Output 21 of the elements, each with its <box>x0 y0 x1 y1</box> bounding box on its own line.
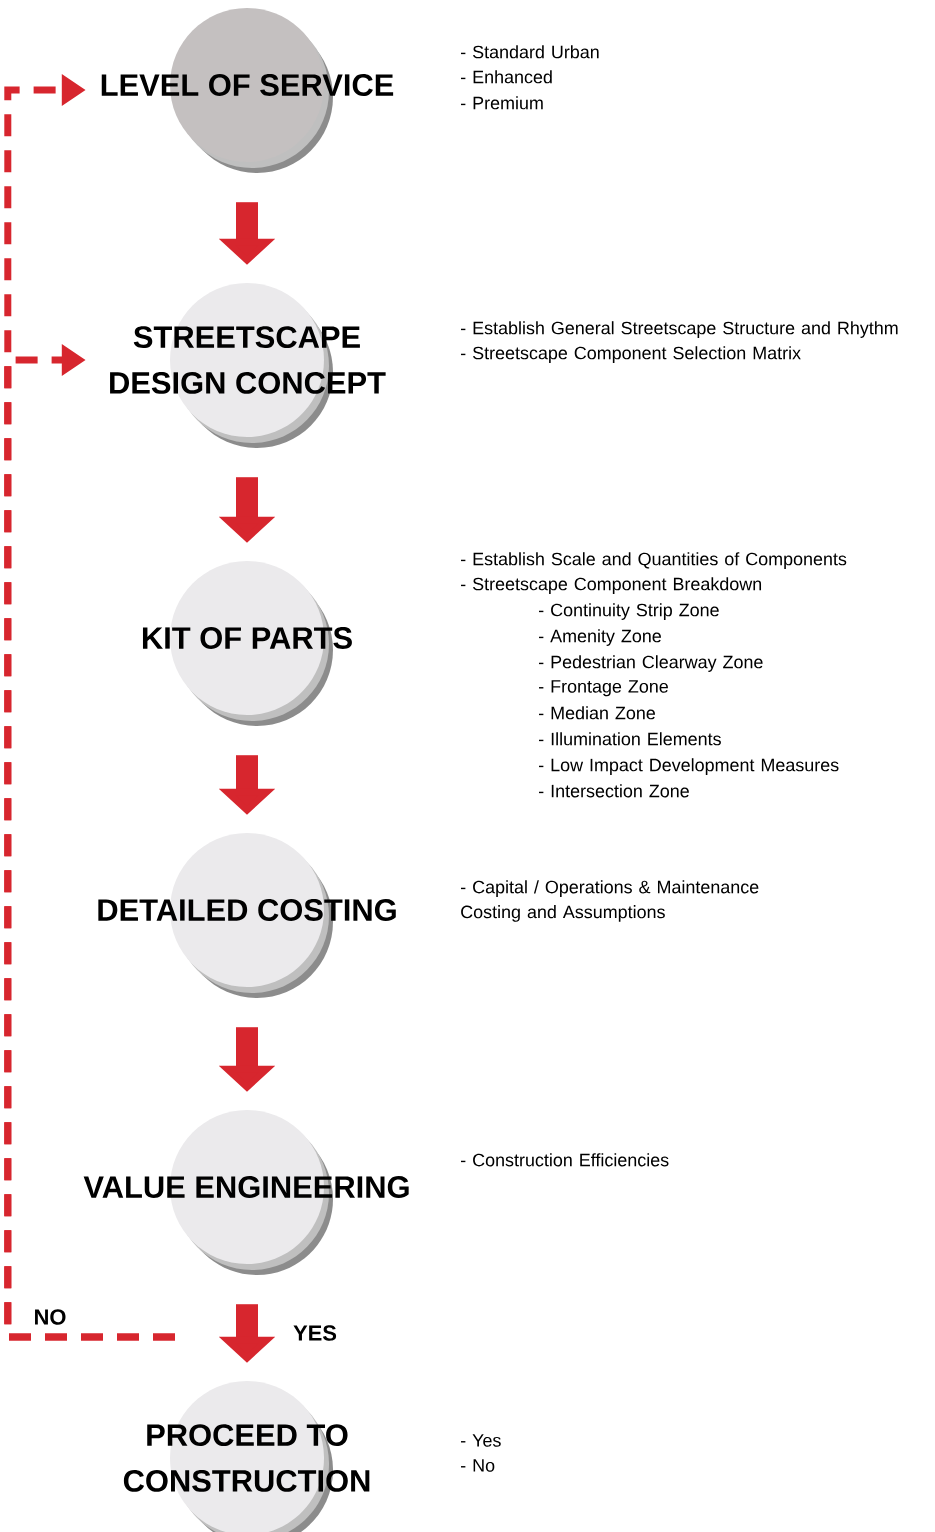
bullet-text: - Capital / Operations & Maintenance Costing and Assumptions <box>461 880 759 922</box>
bullet-text: - Amenity Zone <box>539 629 661 646</box>
bullet-text: - Premium <box>461 96 543 110</box>
bullet-text: - Establish Scale and Quantities of Components <box>461 552 847 569</box>
bullet-text: - Low Impact Development Measures <box>539 758 839 775</box>
bullet-text: - Establish General Streetscape Structure and Rhythm <box>461 321 898 338</box>
edge-label: NO <box>32 1308 68 1326</box>
bullet-text: - Illumination Elements <box>539 732 721 746</box>
bullet-text: - Streetscape Component Breakdown <box>461 577 761 594</box>
bullet-text: - Frontage Zone <box>539 680 668 697</box>
bullet-text: - Intersection Zone <box>539 784 689 798</box>
bullet-text: - Streetscape Component Selection Matrix <box>461 346 801 363</box>
bullet-text: - Enhanced <box>461 70 552 84</box>
bullet-text: - Median Zone <box>539 706 655 720</box>
edge-label: YES <box>292 1324 338 1342</box>
bullet-text: - No <box>461 1459 495 1472</box>
bullet-text: - Yes <box>461 1434 501 1447</box>
bullet-text: - Pedestrian Clearway Zone <box>539 655 763 672</box>
bullet-text: - Construction Efficiencies <box>461 1153 669 1167</box>
bullet-text: - Continuity Strip Zone <box>539 603 719 620</box>
bullet-text: - Standard Urban <box>461 45 599 59</box>
